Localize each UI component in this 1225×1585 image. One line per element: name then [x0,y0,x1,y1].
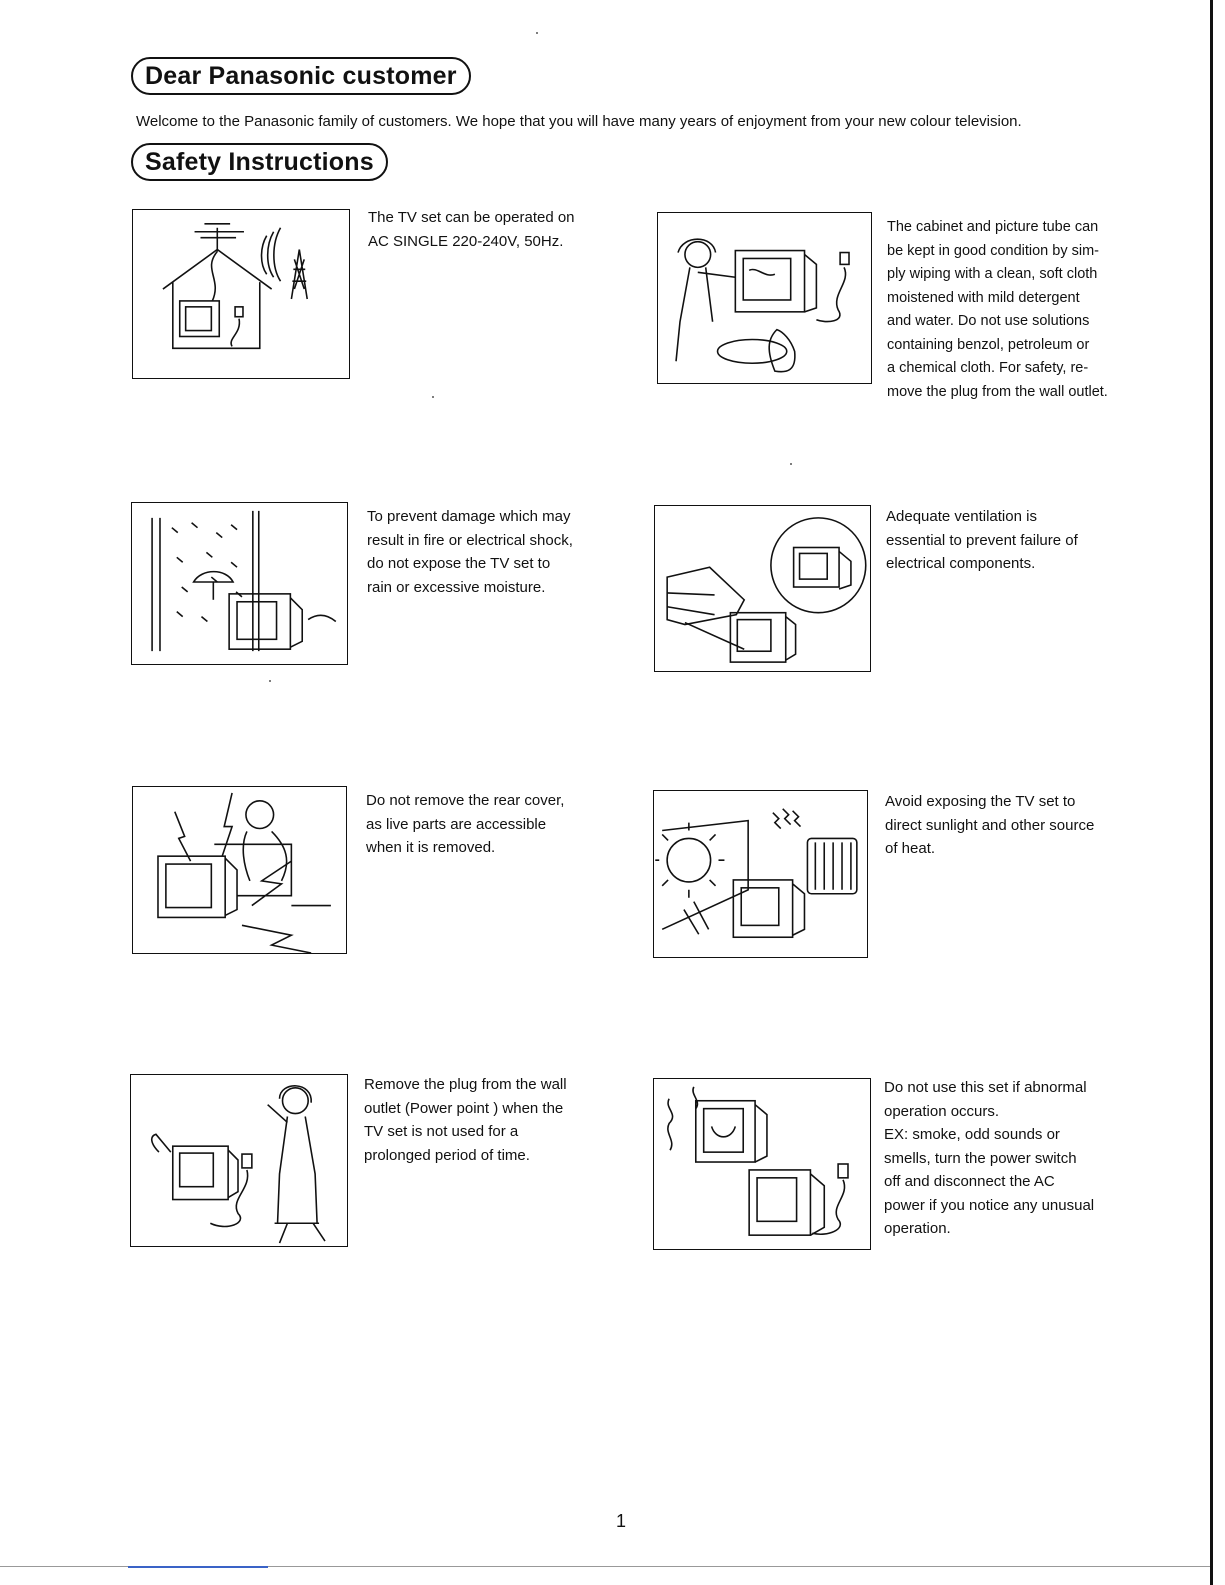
woman-unplugging-tv-icon [130,1074,348,1247]
bottom-margin-rule [0,1566,1210,1567]
tv-in-rain-icon [131,502,348,665]
page-title: Dear Panasonic customer [131,57,471,95]
instruction-text-cleaning: The cabinet and picture tube can be kept… [887,219,1108,400]
tv-ventilation-icon [654,505,871,672]
page-number: 1 [616,1511,627,1531]
section-title: Safety Instructions [131,143,388,181]
instruction-text-rear-cover: Do not remove the rear cover, as live pa… [366,792,565,856]
instruction-text-power: The TV set can be operated on AC SINGLE … [368,209,575,250]
right-margin-rule [1210,0,1213,1585]
bottom-link-underline [128,1566,268,1568]
instruction-text-abnormal: Do not use this set if abnormal operatio… [884,1079,1095,1237]
sun-heater-tv-icon [653,790,868,958]
woman-cleaning-tv-icon [657,212,872,384]
instruction-text-unplug: Remove the plug from the wall outlet (Po… [364,1076,567,1164]
scan-speck [790,463,792,465]
electric-shock-icon [132,786,347,954]
instruction-text-rain: To prevent damage which may result in fi… [367,508,573,596]
smoking-tv-icon [653,1078,871,1250]
house-antenna-icon [132,209,350,379]
instruction-text-sunlight: Avoid exposing the TV set to direct sunl… [885,793,1095,857]
scan-speck [269,680,271,682]
instruction-text-ventilation: Adequate ventilation is essential to pre… [886,508,1078,572]
scan-speck [432,396,434,398]
scan-speck [536,32,538,34]
welcome-text: Welcome to the Panasonic family of custo… [136,113,1022,130]
